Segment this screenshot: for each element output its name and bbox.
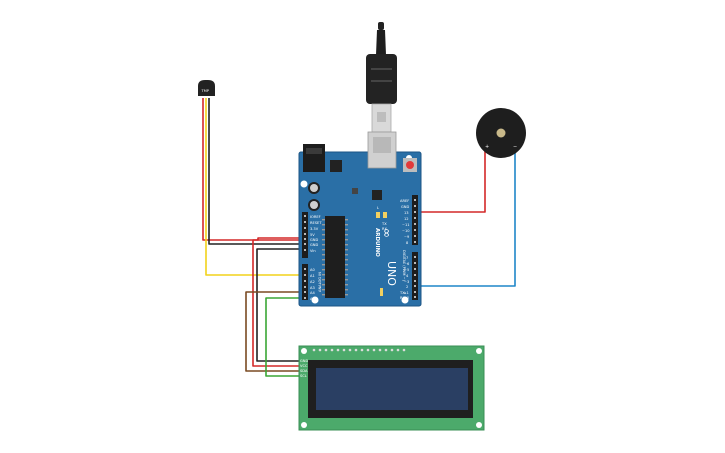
usb-cable[interactable] <box>366 22 397 133</box>
pin-label-13: 13 <box>404 211 409 215</box>
mount-hole-2 <box>311 296 319 304</box>
small-chip <box>372 190 382 200</box>
lcd-hole-3 <box>301 422 307 428</box>
pin-label-a5: A5 <box>310 297 315 301</box>
pin-label-rx0: RX◂0 <box>400 296 410 300</box>
led-l <box>376 212 380 218</box>
buzzer-plus-label: + <box>485 144 489 150</box>
left-header-pins <box>304 215 306 299</box>
atmega-chip-legs <box>322 219 348 296</box>
usb-plug-rib-2 <box>371 80 392 82</box>
wire-buzzer-blue[interactable] <box>418 150 516 287</box>
usb-cable-tip <box>378 22 384 30</box>
wire-buzzer-red[interactable] <box>418 150 486 213</box>
digital-top-pin-labels: AREF GND 13 12 ~11 ~10 ~9 8 <box>400 199 410 245</box>
led-tx <box>383 212 387 218</box>
wire-lcd-sda-brown[interactable] <box>245 291 306 372</box>
lcd-hole-2 <box>476 348 482 354</box>
lcd-pin-vcc: VCC <box>300 364 308 368</box>
pin-label-gnd-2: GND <box>310 243 318 247</box>
pin-label-4: 4 <box>406 274 409 278</box>
buzzer-center <box>496 128 506 138</box>
usb-plug-rib-1 <box>371 68 392 70</box>
capacitor-1-top <box>310 184 318 192</box>
pin-label-5: ~5 <box>404 268 409 272</box>
pin-label-gnd-3: GND <box>401 205 409 209</box>
pin-label-11: ~11 <box>402 223 410 227</box>
buzzer-minus-label: − <box>513 144 517 150</box>
digital-header-label: DIGITAL (PWM ~) <box>402 250 406 282</box>
digital-bottom-pin-labels: 7 ~6 ~5 4 ~3 2 TX▸1 RX◂0 <box>399 256 410 300</box>
lcd-hole-1 <box>301 348 307 354</box>
pin-label-a4: A4 <box>310 291 315 295</box>
pin-label-ioref: IOREF <box>310 215 321 219</box>
lcd-module[interactable]: GND VCC SDA SCL <box>298 345 485 431</box>
regulator <box>330 160 342 172</box>
analog-pin-labels: A0 A1 A2 A3 A4 A5 <box>310 268 315 301</box>
led-on <box>380 288 383 296</box>
tmp-sensor-label: TMP <box>201 89 210 93</box>
wire-tmp-red[interactable] <box>202 98 304 241</box>
arduino-brand-text: ARDUINO <box>374 228 380 257</box>
lcd-hole-4 <box>476 422 482 428</box>
arduino-model-text: UNO <box>385 261 398 286</box>
wire-lcd-gnd-black[interactable] <box>256 248 306 362</box>
arduino-logo-icon: ∞ <box>380 228 394 238</box>
wire-tmp-yellow[interactable] <box>205 98 304 276</box>
pin-label-a1: A1 <box>310 274 315 278</box>
right-header-pins <box>414 199 416 298</box>
pin-label-reset: RESET <box>310 221 322 225</box>
chip-label-tx: TX <box>381 222 387 226</box>
power-jack-inner <box>306 148 322 154</box>
pin-label-8: 8 <box>406 241 409 245</box>
lcd-top-pads <box>312 348 406 352</box>
atmega-chip <box>325 216 345 298</box>
wires <box>202 98 516 377</box>
lcd-pin-gnd: GND <box>300 359 308 363</box>
usb-plug-body <box>366 54 397 104</box>
pin-label-tx1: TX▸1 <box>399 291 409 295</box>
pin-label-gnd-1: GND <box>310 238 318 242</box>
pin-label-vin: Vin <box>310 249 316 253</box>
lcd-pin-scl: SCL <box>300 374 307 378</box>
pin-label-7: 7 <box>406 256 408 260</box>
chip-label-l: L <box>377 206 379 210</box>
pin-label-12: 12 <box>404 217 409 221</box>
reset-button[interactable] <box>406 161 414 169</box>
pin-label-a2: A2 <box>310 280 315 284</box>
pin-label-3v3: 3.3V <box>310 227 319 231</box>
wire-lcd-vcc-red[interactable] <box>252 239 306 367</box>
capacitor-2-top <box>310 201 318 209</box>
digital-header-top <box>412 195 418 245</box>
wire-lcd-scl-green[interactable] <box>265 297 306 377</box>
pin-label-10: ~10 <box>402 229 410 233</box>
mount-hole-1 <box>300 180 308 188</box>
lcd-pin-sda: SDA <box>300 369 308 373</box>
pin-label-a3: A3 <box>310 286 315 290</box>
usb-socket-inner <box>373 137 391 153</box>
pin-label-2: 2 <box>406 285 408 289</box>
mount-hole-3 <box>401 296 409 304</box>
lcd-pin-labels: GND VCC SDA SCL <box>300 359 308 378</box>
usb-plug-metal-hole <box>377 112 386 122</box>
tmp-sensor[interactable]: TMP <box>198 80 215 96</box>
pin-label-5v: 5V <box>310 233 315 237</box>
analog-header-label: ANALOG IN <box>318 272 322 292</box>
pin-label-aref: AREF <box>400 199 409 203</box>
piezo-buzzer[interactable]: + − <box>476 108 526 158</box>
pin-label-a0: A0 <box>310 268 315 272</box>
wire-tmp-black[interactable] <box>208 98 304 245</box>
lcd-screen <box>316 368 468 410</box>
tmp-sensor-body <box>198 80 215 96</box>
pin-label-9: ~9 <box>404 235 410 239</box>
power-pin-labels: IOREF RESET 3.3V 5V GND GND Vin <box>310 215 322 253</box>
chip-label-rx: RX <box>382 227 387 231</box>
arduino-uno-board[interactable]: IOREF RESET 3.3V 5V GND GND Vin A0 A1 A2… <box>298 131 422 307</box>
pin-label-6: ~6 <box>404 262 410 266</box>
usb-cable-strain <box>376 30 386 55</box>
smd-1 <box>352 188 358 194</box>
pin-label-3: ~3 <box>404 280 409 284</box>
